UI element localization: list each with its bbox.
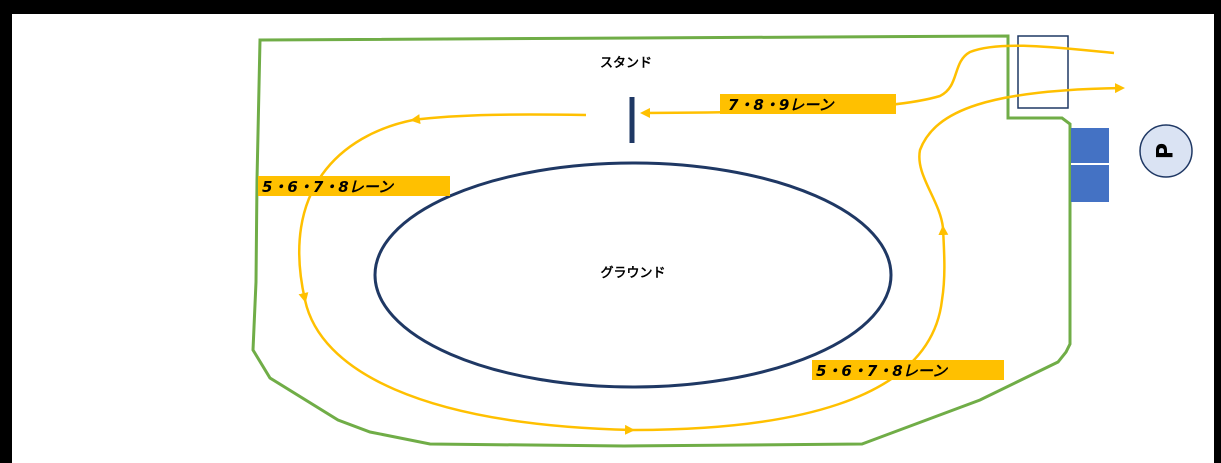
lane-label-left-bg [258, 176, 450, 196]
venue-boundary [251, 34, 1072, 448]
ground-ring [373, 161, 893, 389]
lane-label-top: 7・8・9レーン [728, 96, 836, 114]
lane-label-top-bg [720, 94, 896, 114]
parking-circle [1139, 124, 1193, 178]
route-exit [918, 83, 1125, 229]
entrance-box [1017, 35, 1069, 109]
lane-label-right-bg [812, 360, 1004, 380]
lane-label-left: 5・6・7・8レーン [262, 178, 395, 196]
ground-label: グラウンド [600, 265, 665, 281]
route-west-loop-c [303, 299, 635, 435]
lane-label-right: 5・6・7・8レーン [816, 362, 949, 380]
route-west-loop-a [410, 113, 587, 125]
parking-label: P [1154, 143, 1179, 159]
route-west-loop-b [298, 118, 414, 303]
stand-label: スタンド [600, 56, 652, 71]
map-canvas [12, 14, 1214, 463]
